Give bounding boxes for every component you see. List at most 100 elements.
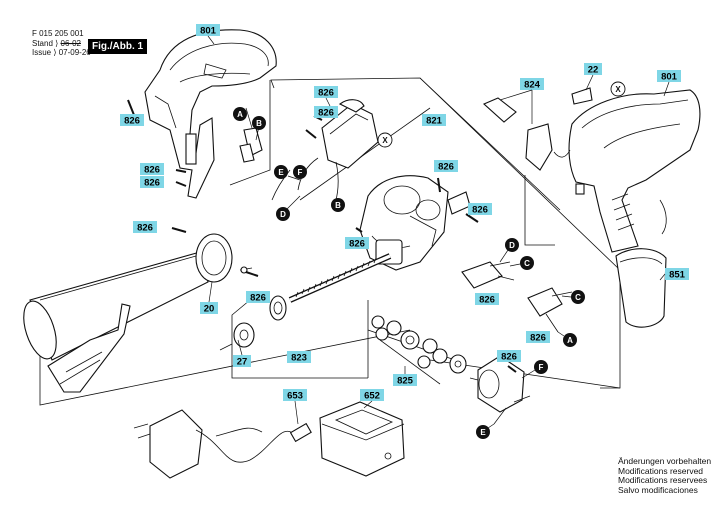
note-line: Modifications reservees (618, 475, 708, 486)
connector-F-top: F (293, 165, 307, 179)
wall-adapter (133, 409, 312, 479)
gearbox-housing (359, 175, 471, 271)
stand-row: Stand ⟩ 06-02 (32, 39, 81, 49)
caulk-tube-holder (23, 251, 209, 393)
part-label-826: 826 (314, 106, 338, 119)
part-label-826: 826 (140, 163, 164, 176)
svg-text:826: 826 (250, 293, 266, 304)
figure-label: Fig./Abb. 1 (88, 39, 148, 54)
svg-text:X: X (615, 85, 621, 94)
svg-text:826: 826 (530, 333, 546, 344)
connector-D-right: D (505, 238, 519, 252)
connector-B-mid: B (331, 198, 345, 212)
svg-text:F: F (298, 168, 303, 177)
switch-parts-left (239, 107, 263, 163)
svg-text:C: C (575, 293, 581, 302)
svg-text:X: X (382, 136, 388, 145)
modification-notes: Änderungen vorbehalten Modifications res… (618, 456, 712, 495)
svg-text:D: D (509, 241, 515, 250)
svg-text:826: 826 (438, 162, 454, 173)
svg-text:22: 22 (588, 65, 599, 76)
svg-text:653: 653 (287, 391, 303, 402)
part-label-826: 826 (120, 114, 144, 127)
connector-A-lower: A (563, 333, 577, 347)
issue-date: 07-09-26 (58, 48, 91, 57)
svg-text:821: 821 (426, 116, 443, 127)
svg-text:826: 826 (144, 165, 160, 176)
svg-text:826: 826 (349, 239, 365, 250)
housing-right-half (568, 89, 701, 253)
svg-text:823: 823 (291, 353, 307, 364)
connector-C-right: C (520, 256, 534, 270)
threaded-spindle (219, 253, 392, 351)
stand-label: Stand (32, 39, 53, 48)
part-number: F 015 205 001 (32, 29, 84, 38)
switch-parts-right (482, 87, 593, 171)
svg-text:D: D (280, 210, 286, 219)
part-label-823: 823 (287, 351, 311, 364)
svg-text:E: E (278, 168, 284, 177)
battery-pack (615, 248, 667, 328)
part-label-801-right: 801 (657, 70, 681, 83)
part-label-826: 826 (497, 350, 521, 363)
issue-label: Issue (32, 48, 52, 57)
svg-text:A: A (567, 336, 573, 345)
part-label-826: 826 (133, 221, 157, 234)
svg-text:826: 826 (472, 205, 488, 216)
svg-text:B: B (256, 119, 262, 128)
part-label-851: 851 (665, 268, 689, 281)
svg-text:825: 825 (397, 376, 414, 387)
note-line: Modifications reserved (618, 465, 704, 476)
note-line: Salvo modificaciones (618, 484, 698, 495)
svg-text:826: 826 (144, 178, 160, 189)
part-label-826: 826 (246, 291, 270, 304)
part-label-22: 22 (584, 63, 602, 76)
svg-text:826: 826 (501, 352, 517, 363)
svg-text:20: 20 (204, 304, 215, 315)
svg-text:826: 826 (124, 116, 140, 127)
issue-bracket: ⟩ (53, 48, 57, 57)
svg-text:824: 824 (524, 80, 541, 91)
svg-text:851: 851 (669, 270, 686, 281)
housing-left-half (144, 29, 277, 199)
gear-set (371, 315, 467, 374)
motor (469, 355, 531, 425)
svg-text:801: 801 (661, 72, 678, 83)
svg-text:E: E (480, 428, 486, 437)
part-label-826: 826 (345, 237, 369, 250)
connector-leads (286, 175, 572, 429)
svg-text:826: 826 (318, 88, 334, 99)
part-label-826: 826 (468, 203, 492, 216)
connector-C-lower: C (571, 290, 585, 304)
part-label-826: 826 (314, 86, 338, 99)
svg-text:F: F (539, 363, 544, 372)
label-leaders (207, 35, 670, 425)
svg-text:A: A (237, 110, 243, 119)
part-label-826: 826 (140, 176, 164, 189)
part-label-652: 652 (360, 389, 384, 402)
tube-end-ring (195, 233, 253, 283)
part-label-801-top: 801 (196, 24, 220, 37)
switch-assembly-right (461, 261, 573, 333)
part-label-824: 824 (520, 78, 544, 91)
connector-A-top: A (233, 107, 247, 121)
stand-date: 06-02 (60, 39, 81, 48)
svg-text:801: 801 (200, 26, 217, 37)
connector-D-top: D (276, 207, 290, 221)
svg-text:B: B (335, 201, 341, 210)
svg-text:652: 652 (364, 391, 380, 402)
part-label-825: 825 (393, 374, 417, 387)
connector-F-lower: F (534, 360, 548, 374)
connector-B-top: B (252, 116, 266, 130)
part-label-826: 826 (526, 331, 550, 344)
svg-text:826: 826 (137, 223, 153, 234)
part-label-826: 826 (434, 160, 458, 173)
svg-text:826: 826 (479, 295, 495, 306)
svg-text:27: 27 (237, 357, 248, 368)
note-line: Änderungen vorbehalten (618, 456, 712, 466)
part-label-27: 27 (233, 355, 251, 368)
connector-X-mid: X (377, 132, 393, 148)
part-label-653: 653 (283, 389, 307, 402)
charging-base (319, 401, 405, 477)
svg-text:C: C (524, 259, 530, 268)
